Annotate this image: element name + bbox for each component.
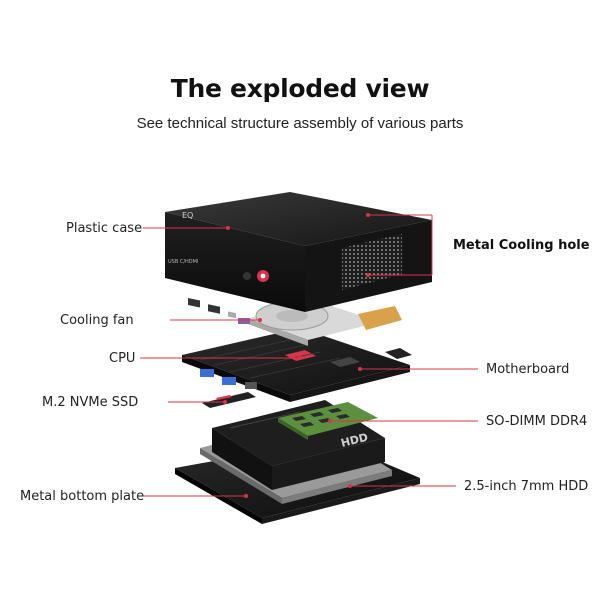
svg-text:HDD: HDD (340, 431, 370, 450)
motherboard-part (182, 328, 412, 402)
label-ssd: M.2 NVMe SSD (42, 395, 139, 410)
page-title: The exploded view (170, 74, 430, 103)
ssd-part (202, 392, 256, 408)
label-cooling-fan: Cooling fan (60, 313, 134, 328)
label-ram: SO-DIMM DDR4 (486, 414, 588, 429)
label-bottom-plate: Metal bottom plate (20, 489, 145, 504)
label-motherboard: Motherboard (486, 362, 570, 377)
label-hdd: 2.5-inch 7mm HDD (464, 479, 589, 494)
label-metal-cooling-hole: Metal Cooling hole (453, 238, 590, 253)
case-logo: EQ (182, 211, 193, 220)
plastic-case-part (165, 192, 432, 319)
page-subtitle: See technical structure assembly of vari… (136, 115, 464, 132)
case-front-badge: USB C/HDMI (168, 259, 198, 265)
label-cpu: CPU (109, 351, 136, 366)
leader-lines (140, 214, 478, 497)
leader-dots (223, 213, 370, 498)
label-plastic-case: Plastic case (66, 221, 143, 236)
